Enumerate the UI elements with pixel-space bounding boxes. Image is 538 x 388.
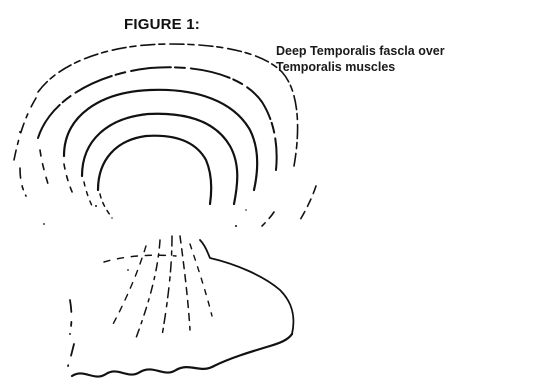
contour-2-left [40,150,50,190]
lower-top-dashes [104,255,176,262]
lower-left-edge [68,300,74,366]
outer-fascia-outline [38,44,298,166]
contour-3-left [64,164,74,196]
right-edge-fragment [262,186,316,226]
contour-4-left [84,182,94,210]
contour-5-left [100,194,112,218]
bottom-wavy-edge [72,334,292,377]
outer-left-edge [14,98,36,196]
muscle-fiber-4 [112,246,146,326]
contour-5 [98,136,211,204]
muscle-fiber-3 [180,236,190,330]
sketch-specks [19,131,247,271]
lower-right-edge [200,240,294,334]
muscle-fiber-2 [162,236,172,336]
